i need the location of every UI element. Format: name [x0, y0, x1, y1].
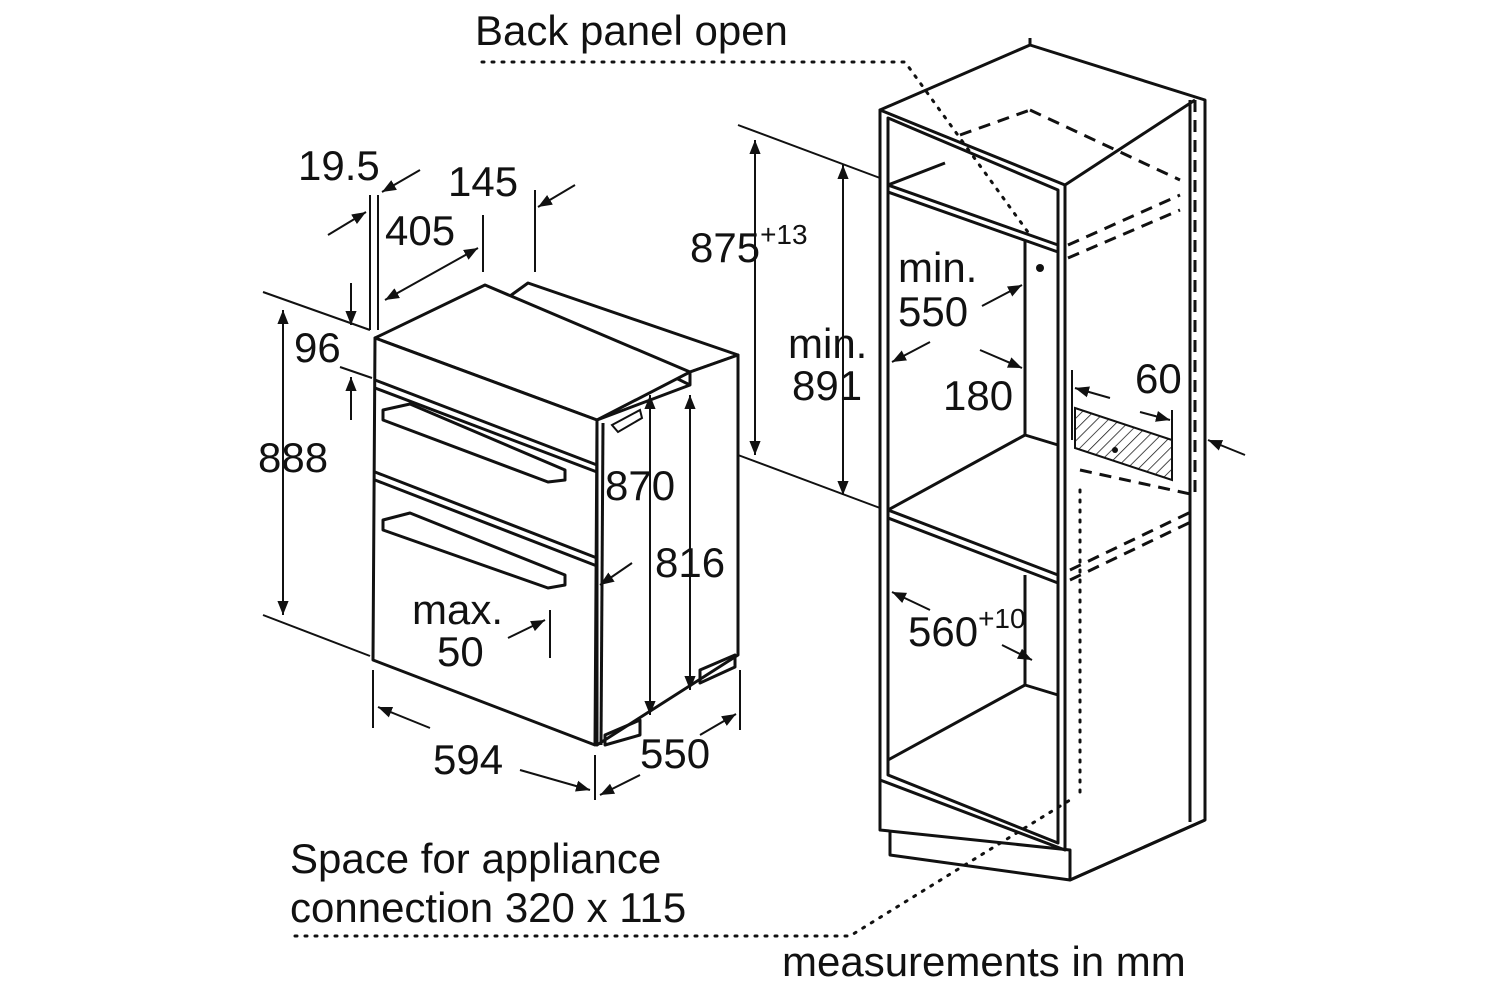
- dim-405: 405: [385, 207, 455, 254]
- appliance-dimension-lines: [262, 169, 741, 800]
- dim-50: 50: [437, 628, 484, 675]
- dim-180: 180: [943, 372, 1013, 419]
- dim-875: 875+13: [690, 219, 808, 271]
- dim-550-depth: 550: [640, 730, 710, 777]
- dim-19-5: 19.5: [298, 142, 380, 189]
- cabinet-drawing: [878, 38, 1207, 882]
- back-panel-label: Back panel open: [475, 7, 788, 54]
- back-panel-leader: [480, 60, 1032, 237]
- dim-888: 888: [258, 434, 328, 481]
- cabinet-dimension-lines: [737, 124, 1246, 661]
- dim-min-label-891: min.: [788, 320, 867, 367]
- connection-space-label-line2: connection 320 x 115: [290, 884, 686, 931]
- dim-594: 594: [433, 736, 503, 783]
- dim-870: 870: [605, 462, 675, 509]
- dim-145: 145: [448, 158, 518, 205]
- dim-96: 96: [294, 324, 341, 371]
- dim-891: 891: [792, 362, 862, 409]
- dim-max-label: max.: [412, 586, 503, 633]
- connection-space-label-line1: Space for appliance: [290, 835, 661, 882]
- dim-550-cabinet: 550: [898, 288, 968, 335]
- units-label: measurements in mm: [782, 938, 1186, 985]
- dim-60: 60: [1135, 355, 1182, 402]
- dim-560: 560+10: [908, 603, 1026, 655]
- dim-816: 816: [655, 539, 725, 586]
- dim-min-label-550: min.: [898, 244, 977, 291]
- oven-drawing: [371, 281, 740, 747]
